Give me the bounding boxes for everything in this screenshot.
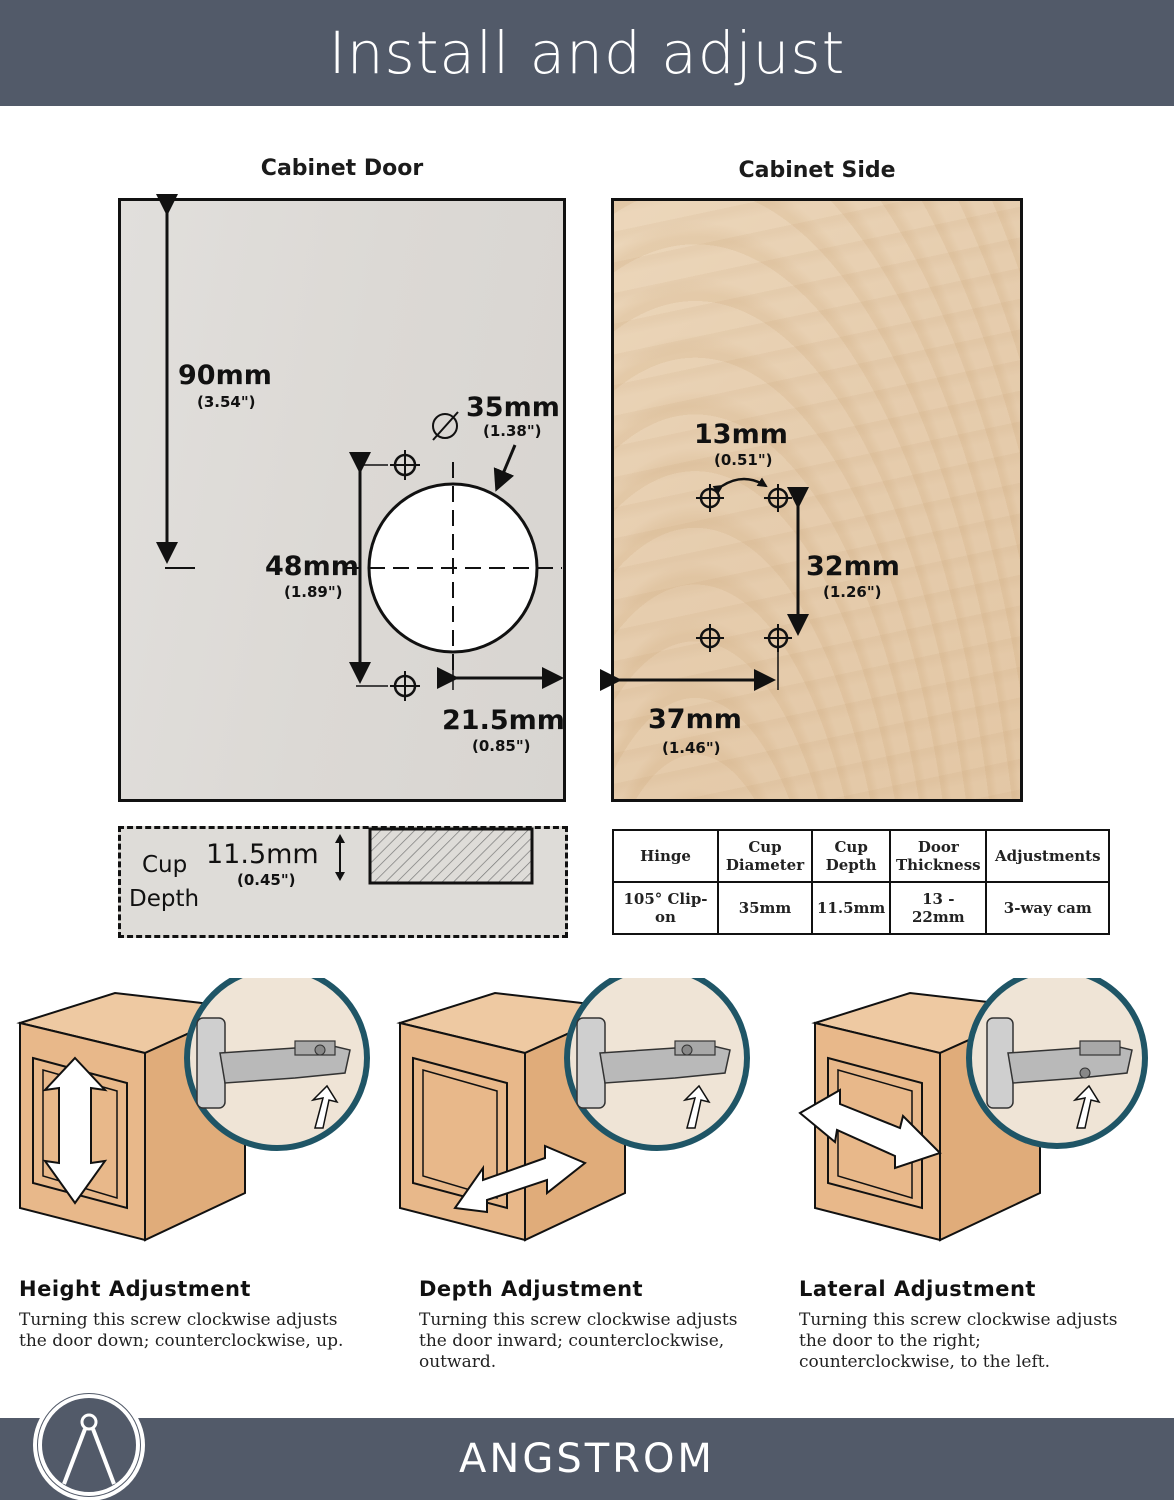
spec-cell-cup-diameter: 35mm: [717, 881, 813, 935]
screw-pointer-icon: [310, 1084, 339, 1129]
cabinet-side-panel: [611, 198, 1023, 802]
door-hole-spacing-label: 48mm: [265, 551, 359, 582]
spec-table: Hinge Cup Diameter Cup Depth Door Thickn…: [612, 829, 1111, 935]
cup-diameter-label: 35mm: [466, 392, 560, 423]
page-title: Install and adjust: [328, 19, 846, 87]
side-offset-inches: (0.51"): [714, 451, 773, 469]
spec-table-header-row: Hinge Cup Diameter Cup Depth Door Thickn…: [612, 829, 1111, 883]
cabinet-door-title: Cabinet Door: [260, 156, 424, 181]
depth-adjustment-description: Turning this screw clockwise adjusts the…: [419, 1310, 738, 1372]
door-hole-spacing-inches: (1.89"): [284, 583, 343, 601]
spec-header-cup-depth: Cup Depth: [810, 829, 892, 883]
vertical-arrow-icon: [42, 1056, 108, 1205]
side-spacing-inches: (1.26"): [823, 583, 882, 601]
cabinet-side-title: Cabinet Side: [738, 158, 896, 183]
cup-depth-label-line1: Cup: [142, 852, 188, 878]
door-edge-label: 21.5mm: [442, 705, 565, 736]
spec-cell-hinge: 105° Clip-on: [612, 881, 719, 935]
screw-pointer-icon: [1072, 1084, 1101, 1129]
brand-name: ANGSTROM: [459, 1436, 715, 1482]
spec-header-adjustments: Adjustments: [985, 829, 1111, 883]
cup-depth-value: 11.5mm: [206, 839, 319, 870]
screw-pointer-icon: [682, 1084, 711, 1129]
lateral-adjustment-description: Turning this screw clockwise adjusts the…: [799, 1310, 1118, 1372]
door-edge-inches: (0.85"): [472, 737, 531, 755]
side-offset-label: 13mm: [694, 419, 788, 450]
cup-depth-inches: (0.45"): [237, 871, 296, 889]
depth-adjustment-title: Depth Adjustment: [419, 1277, 644, 1301]
height-adjustment-description: Turning this screw clockwise adjusts the…: [19, 1310, 344, 1351]
height-adjustment-illustration: [16, 978, 370, 1242]
door-height-inches: (3.54"): [197, 393, 256, 411]
spec-cell-cup-depth: 11.5mm: [810, 881, 892, 935]
depth-adjustment-illustration: [396, 978, 750, 1242]
header-banner: Install and adjust: [0, 0, 1174, 106]
spec-table-row: 105° Clip-on 35mm 11.5mm 13 - 22mm 3-way…: [612, 881, 1111, 935]
diagonal-arrow-icon: [453, 1144, 587, 1214]
side-spacing-label: 32mm: [806, 551, 900, 582]
spec-header-cup-diameter: Cup Diameter: [717, 829, 813, 883]
lateral-adjustment-illustration: [798, 978, 1148, 1242]
horizontal-arrow-icon: [798, 1088, 942, 1170]
height-adjustment-title: Height Adjustment: [19, 1277, 251, 1301]
angstrom-logo-icon: [33, 1389, 145, 1501]
side-edge-inches: (1.46"): [662, 739, 721, 757]
side-edge-label: 37mm: [648, 704, 742, 735]
cup-depth-label-line2: Depth: [129, 886, 200, 912]
lateral-adjustment-title: Lateral Adjustment: [799, 1277, 1036, 1301]
spec-cell-adjustments: 3-way cam: [985, 881, 1111, 935]
footer-banner: [0, 1418, 1174, 1500]
door-height-label: 90mm: [178, 360, 272, 391]
spec-header-door-thickness: Door Thickness: [889, 829, 988, 883]
spec-header-hinge: Hinge: [612, 829, 719, 883]
spec-cell-door-thickness: 13 - 22mm: [889, 881, 988, 935]
cup-diameter-inches: (1.38"): [483, 422, 542, 440]
